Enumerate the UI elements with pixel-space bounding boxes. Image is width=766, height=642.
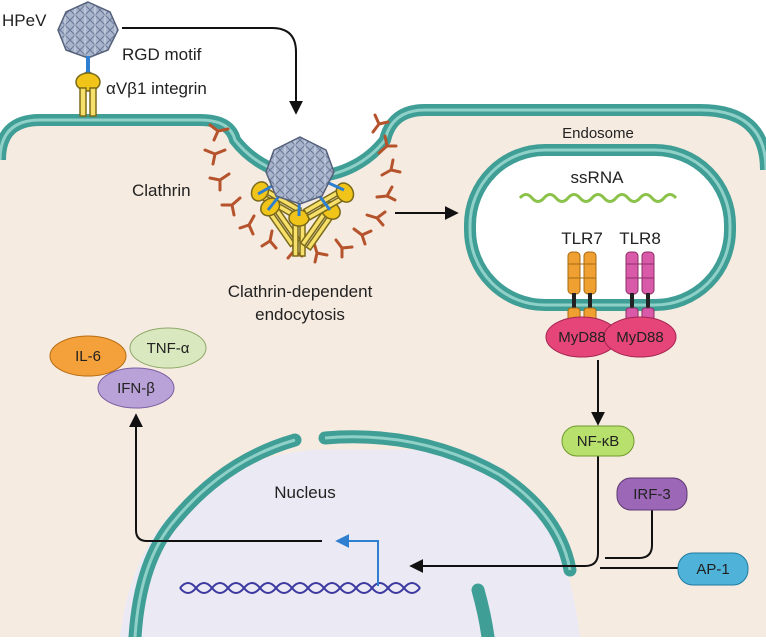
pit-integrins	[250, 181, 355, 257]
nucleus-label: Nucleus	[274, 483, 335, 502]
il6-oval	[49, 335, 127, 377]
dna-helix	[179, 582, 421, 594]
clathrin-label: Clathrin	[132, 181, 191, 200]
surface-integrin	[75, 72, 101, 117]
virus-label: HPeV	[2, 11, 47, 30]
ifnb-oval	[97, 367, 175, 409]
endocytosis-label-line1: Clathrin-dependent	[228, 282, 373, 301]
ifnb-label: IFN-β	[117, 380, 155, 397]
tnfa-oval	[129, 327, 207, 369]
irf3-label: IRF-3	[633, 486, 671, 503]
irf3-pill	[616, 477, 688, 511]
arrow-nucleus-to-cytokines	[129, 413, 322, 542]
endocytosis-label-line2: endocytosis	[255, 305, 345, 324]
il6-label: IL-6	[75, 348, 101, 365]
surface-virus	[57, 1, 119, 81]
ap1-label: AP-1	[696, 561, 729, 578]
myd88-label-1: MyD88	[558, 329, 606, 346]
integrin-label: αVβ1 integrin	[106, 79, 207, 98]
myd88-oval-2	[603, 316, 677, 358]
nucleus	[120, 430, 580, 642]
nfkb-label: NF-κB	[577, 433, 620, 450]
motif-label: RGD motif	[122, 45, 202, 64]
ssrna-label: ssRNA	[571, 168, 625, 187]
nfkb-pill	[561, 425, 635, 457]
arrow-nfkb-to-dna	[409, 455, 599, 573]
arrow-virus-to-pit	[122, 27, 303, 115]
endosome	[464, 144, 736, 311]
endosome-label: Endosome	[562, 125, 634, 142]
ssrna-strand	[518, 193, 678, 203]
nuclear-envelope-bottom-right	[471, 583, 495, 642]
tlr8-label: TLR8	[619, 229, 661, 248]
internalized-virus	[257, 136, 345, 217]
ap1-pill	[677, 552, 749, 586]
line-irf3-to-dna	[605, 510, 653, 559]
myd88-label-2: MyD88	[616, 329, 664, 346]
transcription-arrow	[335, 534, 379, 586]
clathrin-coat	[203, 113, 402, 264]
nucleus-body	[120, 450, 580, 637]
tnfa-label: TNF-α	[147, 340, 190, 357]
tlr7-label: TLR7	[561, 229, 603, 248]
